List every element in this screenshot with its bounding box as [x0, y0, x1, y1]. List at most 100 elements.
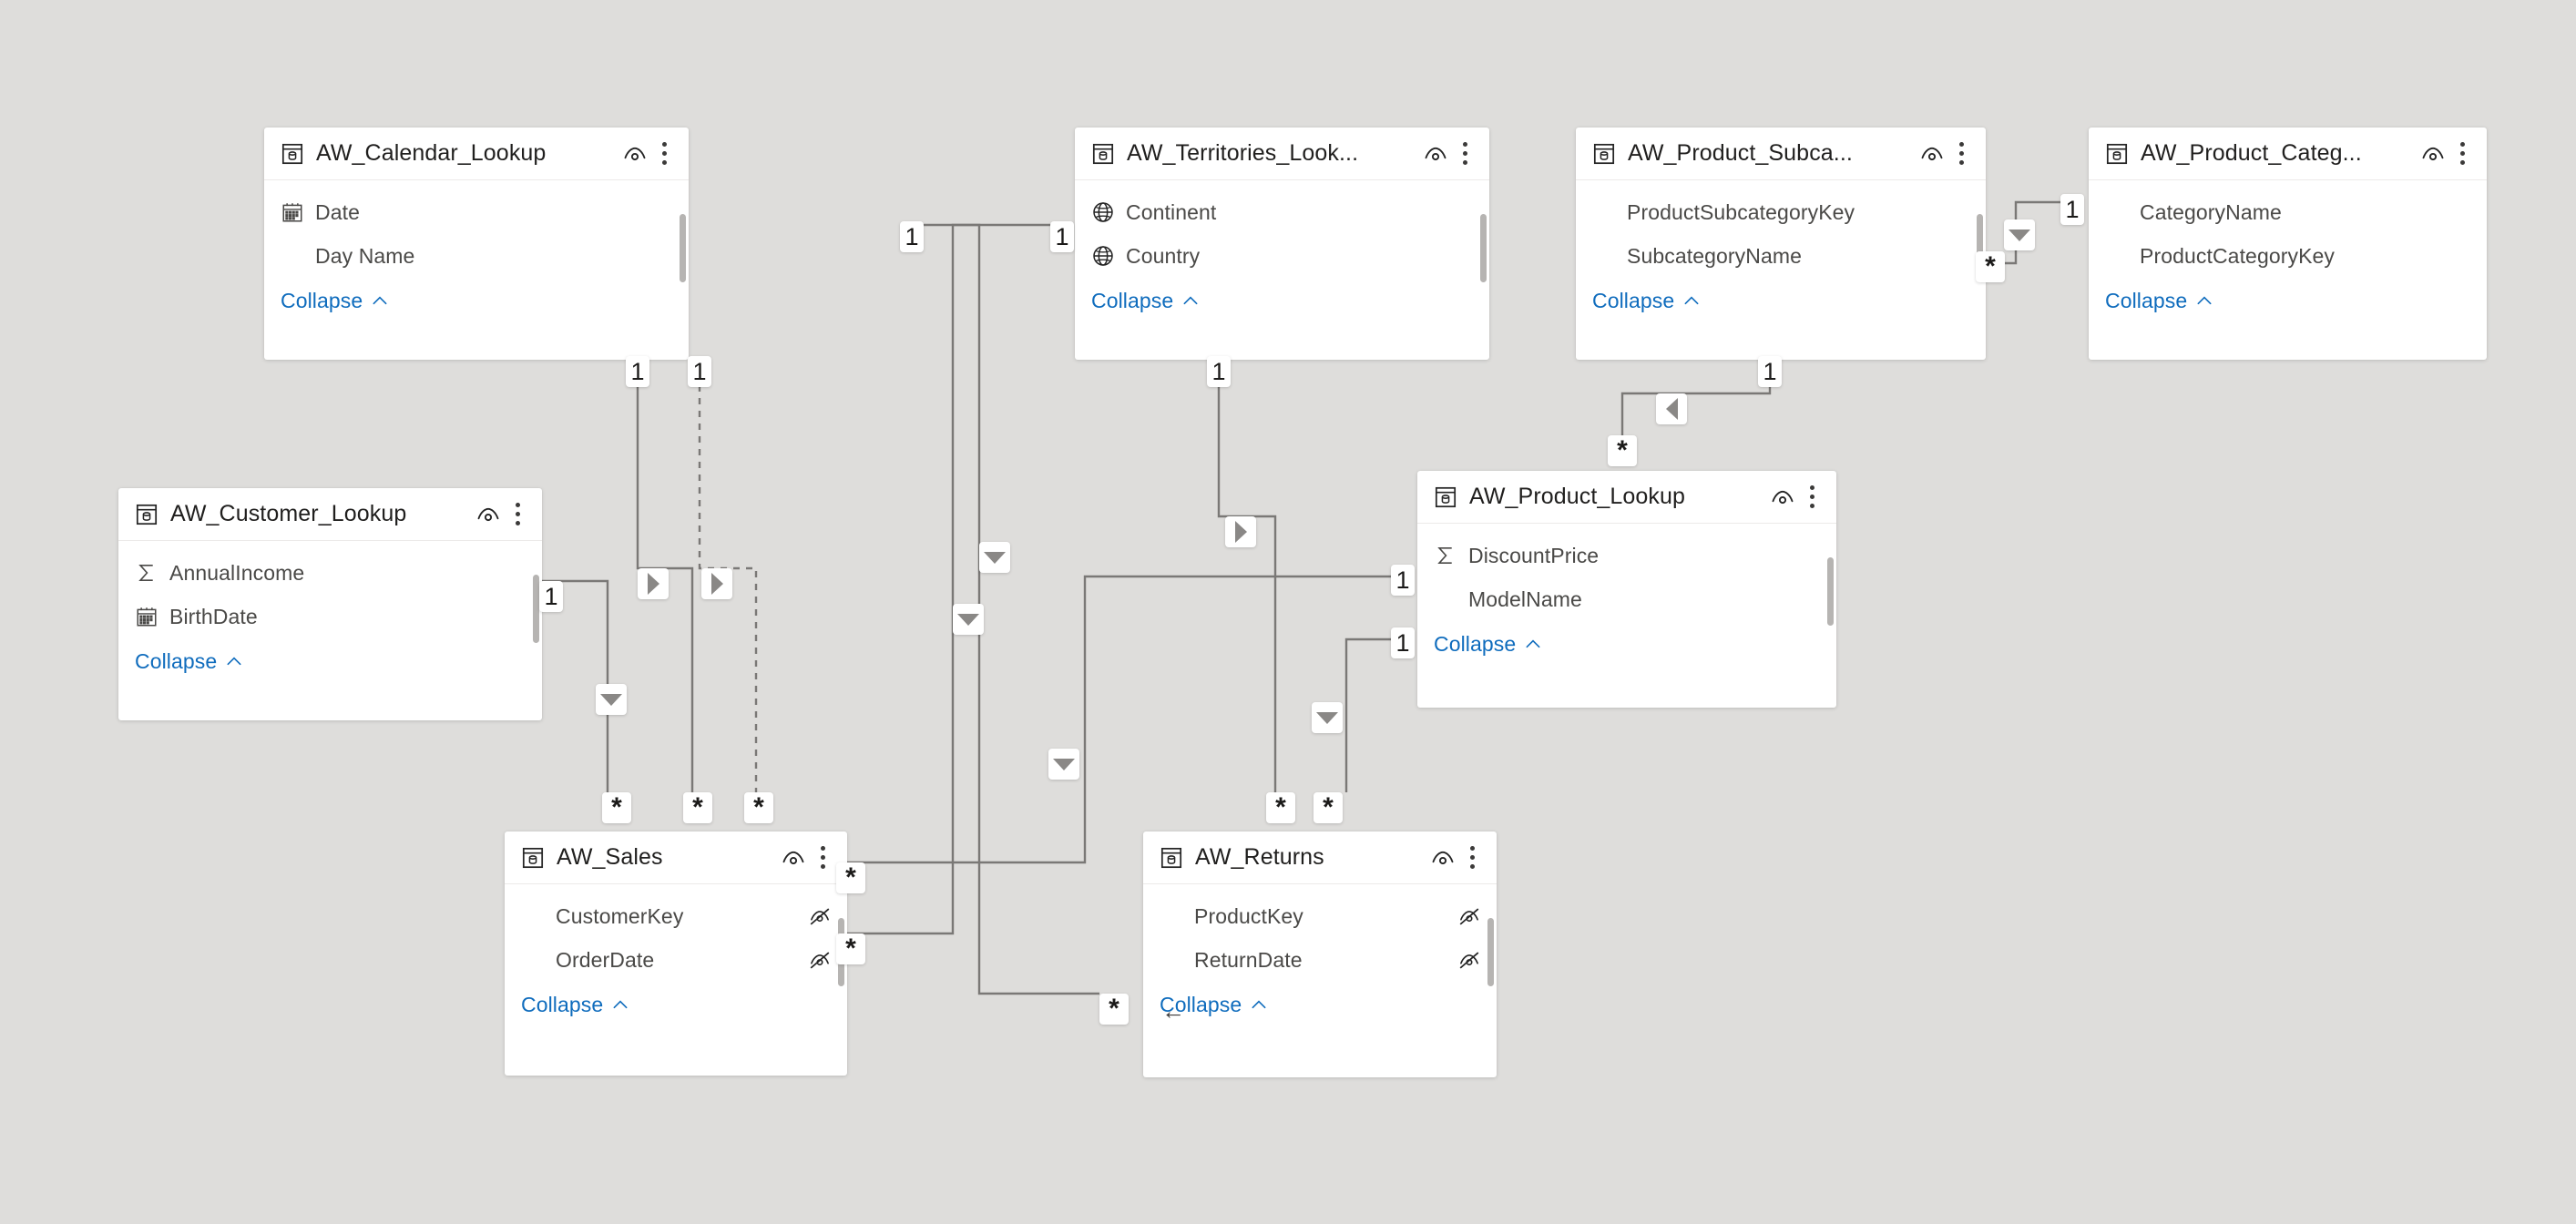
cardinality-one-calendar-bottom-a[interactable]: 1 [626, 356, 649, 387]
field-row[interactable]: OrderDate [505, 938, 847, 982]
more-options-icon[interactable] [507, 501, 527, 528]
table-header-territories[interactable]: AW_Territories_Look... [1075, 128, 1489, 180]
field-row[interactable]: ReturnDate [1143, 938, 1497, 982]
cardinality-one-territories-left[interactable]: 1 [1050, 221, 1074, 252]
cardinality-many-subcategory-right[interactable]: * [1976, 251, 2005, 282]
collapse-button-sales[interactable]: Collapse [505, 982, 847, 1027]
filter-direction-icon-product-returns-b[interactable] [1312, 702, 1343, 733]
field-row[interactable]: ProductCategoryKey [2089, 234, 2487, 278]
field-row[interactable]: CategoryName [2089, 190, 2487, 234]
cardinality-many-product-top[interactable]: * [1608, 435, 1637, 466]
field-row[interactable]: ModelName [1417, 577, 1836, 621]
collapse-label: Collapse [1091, 288, 1174, 312]
hidden-eye-icon[interactable] [1457, 903, 1482, 929]
more-options-icon[interactable] [1455, 140, 1475, 168]
filter-direction-icon-customer-sales[interactable] [596, 684, 627, 715]
cardinality-one-customer-right[interactable]: 1 [539, 581, 563, 612]
cardinality-one-product-left-a[interactable]: 1 [1391, 565, 1415, 596]
field-row[interactable]: Day Name [264, 234, 689, 278]
hidden-eye-icon[interactable] [807, 947, 833, 973]
filter-direction-icon-calendar-sales[interactable] [953, 604, 984, 635]
filter-direction-icon-product-subcategory[interactable] [1656, 393, 1687, 424]
collapse-button-territories[interactable]: Collapse [1075, 278, 1489, 323]
cardinality-many-sales-top-a[interactable]: * [602, 792, 631, 823]
hidden-eye-icon[interactable] [807, 903, 833, 929]
filter-direction-icon-product-returns[interactable] [1048, 749, 1079, 780]
cardinality-one-calendar-right[interactable]: 1 [900, 221, 924, 252]
collapse-label: Collapse [2105, 288, 2188, 312]
field-row[interactable]: ProductKey [1143, 894, 1497, 938]
cardinality-one-territories-bottom[interactable]: 1 [1207, 356, 1231, 387]
cardinality-many-sales-top-b[interactable]: * [683, 792, 712, 823]
field-row[interactable]: Date [264, 190, 689, 234]
cardinality-many-returns-top-b[interactable]: * [1314, 792, 1343, 823]
table-header-subcategory[interactable]: AW_Product_Subca... [1576, 128, 1986, 180]
collapse-button-returns[interactable]: Collapse [1143, 982, 1497, 1027]
field-row[interactable]: DiscountPrice [1417, 534, 1836, 577]
filter-direction-icon-sales-b[interactable] [701, 568, 732, 599]
cardinality-one-product-left-b[interactable]: 1 [1391, 627, 1415, 658]
visibility-icon[interactable] [1769, 484, 1796, 511]
cardinality-one-calendar-bottom-b[interactable]: 1 [688, 356, 711, 387]
field-list-scrollbar[interactable] [533, 575, 539, 643]
field-row[interactable]: Continent [1075, 190, 1489, 234]
field-row[interactable]: CustomerKey [505, 894, 847, 938]
more-options-icon[interactable] [1462, 844, 1482, 872]
field-row[interactable]: ProductSubcategoryKey [1576, 190, 1986, 234]
field-row[interactable]: SubcategoryName [1576, 234, 1986, 278]
field-list-scrollbar[interactable] [1487, 918, 1494, 986]
collapse-button-category[interactable]: Collapse [2089, 278, 2487, 323]
field-list-scrollbar[interactable] [1827, 557, 1834, 626]
table-header-category[interactable]: AW_Product_Categ... [2089, 128, 2487, 180]
field-row[interactable]: Country [1075, 234, 1489, 278]
visibility-icon[interactable] [780, 844, 807, 872]
table-header-customer[interactable]: AW_Customer_Lookup [118, 488, 542, 541]
more-options-icon[interactable] [2452, 140, 2472, 168]
table-card-subcategory[interactable]: AW_Product_Subca... ProductSubcategoryKey… [1576, 128, 1986, 360]
filter-direction-icon-calendar-returns[interactable] [979, 542, 1010, 573]
collapse-button-calendar[interactable]: Collapse [264, 278, 689, 323]
filter-direction-icon-sales-a[interactable] [638, 568, 669, 599]
more-options-icon[interactable] [654, 140, 674, 168]
visibility-icon[interactable] [2419, 140, 2447, 168]
cardinality-many-sales-top-c[interactable]: * [744, 792, 773, 823]
cardinality-many-returns-top-a[interactable]: * [1266, 792, 1295, 823]
cardinality-many-returns-left[interactable]: * [1099, 994, 1129, 1025]
more-options-icon[interactable] [1951, 140, 1971, 168]
visibility-icon[interactable] [1918, 140, 1946, 168]
field-name: ProductKey [1194, 903, 1303, 928]
table-header-calendar[interactable]: AW_Calendar_Lookup [264, 128, 689, 180]
filter-direction-icon-returns-territories[interactable] [1225, 516, 1256, 547]
cardinality-one-category-left[interactable]: 1 [2060, 194, 2084, 225]
more-options-icon[interactable] [1802, 484, 1822, 511]
field-row[interactable]: AnnualIncome [118, 551, 542, 595]
field-list-scrollbar[interactable] [1480, 214, 1487, 282]
visibility-icon[interactable] [621, 140, 649, 168]
table-header-product[interactable]: AW_Product_Lookup [1417, 471, 1836, 524]
collapse-button-subcategory[interactable]: Collapse [1576, 278, 1986, 323]
filter-direction-icon-category[interactable] [2004, 219, 2035, 250]
field-list-scrollbar[interactable] [1977, 214, 1983, 282]
cardinality-many-sales-left-b[interactable]: * [836, 933, 865, 964]
visibility-icon[interactable] [475, 501, 502, 528]
field-row[interactable]: BirthDate [118, 595, 542, 638]
more-options-icon[interactable] [813, 844, 833, 872]
hidden-eye-icon[interactable] [1457, 947, 1482, 973]
cardinality-many-sales-left-a[interactable]: * [836, 862, 865, 893]
cardinality-one-subcategory-bottom[interactable]: 1 [1758, 356, 1782, 387]
collapse-button-product[interactable]: Collapse [1417, 621, 1836, 667]
field-list-scrollbar[interactable] [680, 214, 686, 282]
table-header-returns[interactable]: AW_Returns [1143, 831, 1497, 884]
table-header-sales[interactable]: AW_Sales [505, 831, 847, 884]
visibility-icon[interactable] [1422, 140, 1449, 168]
collapse-button-customer[interactable]: Collapse [118, 638, 542, 684]
visibility-icon[interactable] [1429, 844, 1457, 872]
